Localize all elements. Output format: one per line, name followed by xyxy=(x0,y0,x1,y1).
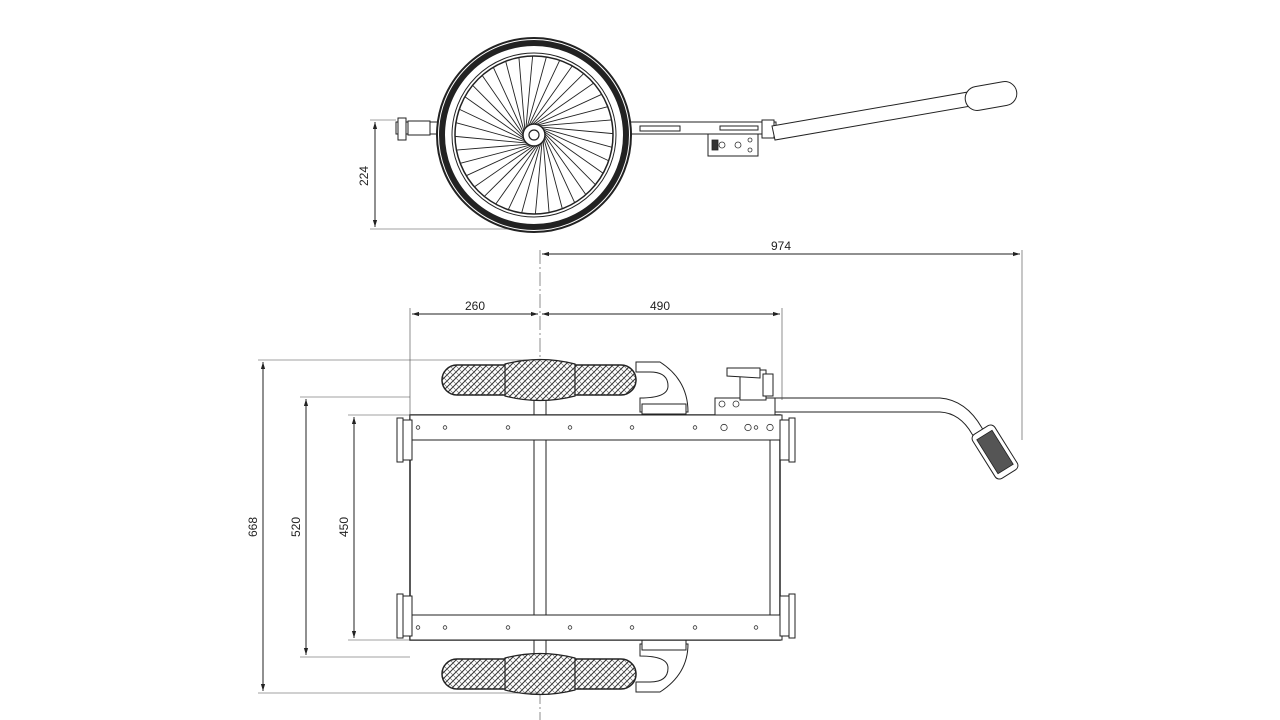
dim-label-rear-length: 490 xyxy=(650,299,670,313)
dim-total-length: 974 xyxy=(542,239,1023,440)
dim-rear-length: 490 xyxy=(542,299,783,400)
dim-label-overall-width: 668 xyxy=(246,517,260,537)
dim-front-overhang: 260 xyxy=(409,299,538,418)
crossbar-lower xyxy=(396,593,796,641)
top-handle xyxy=(774,397,1019,480)
side-handle xyxy=(771,81,1018,141)
dim-label-wheel-height: 224 xyxy=(357,166,371,186)
dim-label-bed-width: 450 xyxy=(337,517,351,537)
side-hitch xyxy=(707,133,759,157)
axle-tube xyxy=(533,439,547,616)
dim-bed-width: 450 xyxy=(337,414,410,641)
top-hitch xyxy=(714,367,776,416)
side-view: 224 xyxy=(357,37,1018,233)
dim-label-front-overhang: 260 xyxy=(465,299,485,313)
crossbar-holes xyxy=(415,423,774,630)
top-view-tire-lower xyxy=(441,652,637,696)
top-view-tire-upper xyxy=(441,358,637,402)
side-wheel xyxy=(436,37,632,233)
bed-outline xyxy=(409,414,781,641)
dim-label-total-length: 974 xyxy=(771,239,791,253)
top-fender-lower xyxy=(635,643,689,693)
dim-overall-width: 668 xyxy=(246,359,540,694)
dim-label-frame-width: 520 xyxy=(289,517,303,537)
top-view: 974 260 490 668 520 xyxy=(246,239,1023,720)
dim-frame-width: 520 xyxy=(289,396,410,658)
crossbar-upper xyxy=(396,414,796,463)
top-fender-upper xyxy=(635,361,689,413)
dim-wheel-height: 224 xyxy=(357,119,396,227)
